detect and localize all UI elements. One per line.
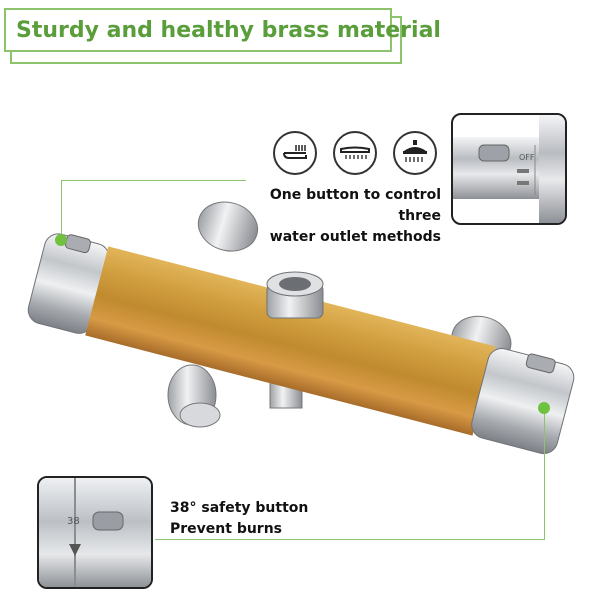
title-banner: Sturdy and healthy brass material bbox=[4, 8, 441, 64]
top-callout-caption: One button to control three water outlet… bbox=[247, 185, 441, 248]
temperature-38-label: 38 bbox=[67, 516, 80, 527]
safety-button-closeup: 38 bbox=[37, 476, 153, 589]
top-leader-horizontal bbox=[61, 180, 246, 181]
top-leader-vertical bbox=[61, 180, 62, 240]
bottom-callout-line1: 38° safety button bbox=[170, 500, 309, 516]
rain-shower-head-icon bbox=[393, 131, 437, 175]
off-label: OFF bbox=[519, 153, 535, 162]
safety-button-marker bbox=[538, 402, 550, 414]
bottom-callout-line2: Prevent burns bbox=[170, 521, 283, 537]
bottom-leader-horizontal bbox=[155, 539, 545, 540]
page-title: Sturdy and healthy brass material bbox=[16, 17, 441, 43]
top-callout-line2: water outlet methods bbox=[269, 229, 441, 245]
mode-button-closeup: OFF bbox=[451, 113, 567, 225]
top-callout-line1: One button to control three bbox=[269, 187, 441, 224]
slim-shower-head-icon bbox=[333, 131, 377, 175]
handheld-shower-icon bbox=[273, 131, 317, 175]
title-box: Sturdy and healthy brass material bbox=[4, 8, 441, 52]
bottom-callout-caption: 38° safety button Prevent burns bbox=[170, 498, 350, 540]
mode-button-marker bbox=[55, 234, 67, 246]
bottom-leader-vertical bbox=[544, 408, 545, 540]
